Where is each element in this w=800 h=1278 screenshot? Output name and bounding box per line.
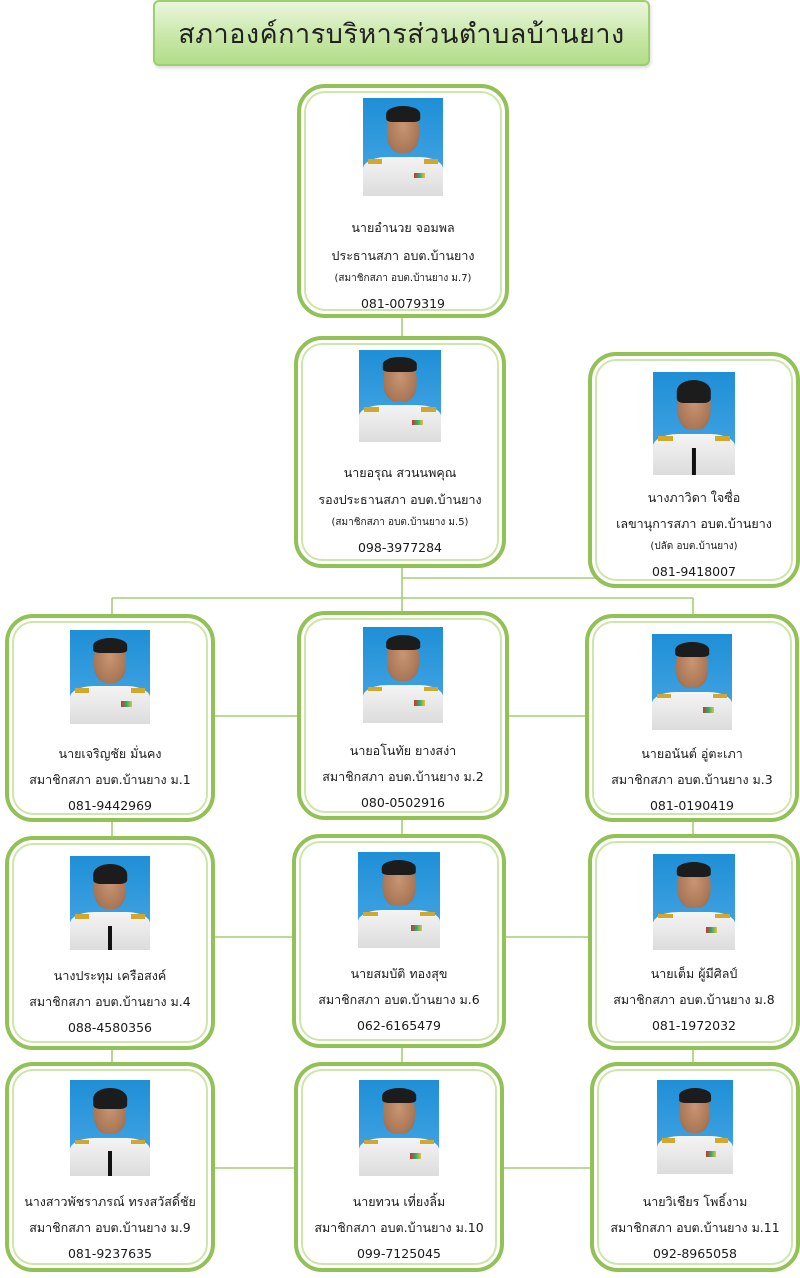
member-phone: 081-1972032 (651, 1018, 737, 1033)
member-name: นายวิเชียร โพธิ์งาม (642, 1194, 748, 1209)
member-photo (652, 634, 732, 730)
member-role: สมาชิกสภา อบต.บ้านยาง ม.9 (29, 1220, 191, 1235)
member-name: นายอรุณ สวนนพคุณ (343, 465, 457, 480)
member-card: นายอโนทัย ยางสง่าสมาชิกสภา อบต.บ้านยาง ม… (297, 611, 509, 820)
member-role: สมาชิกสภา อบต.บ้านยาง ม.6 (318, 992, 480, 1007)
member-role: เลขานุการสภา อบต.บ้านยาง (616, 516, 772, 531)
member-phone: 098-3977284 (357, 540, 443, 555)
member-photo (657, 1080, 733, 1174)
member-note: (ปลัด อบต.บ้านยาง) (650, 541, 738, 552)
member-card: นางภาวิดา ใจซื่อเลขานุการสภา อบต.บ้านยาง… (588, 352, 800, 588)
member-role: สมาชิกสภา อบต.บ้านยาง ม.1 (29, 772, 191, 787)
member-card: นายอรุณ สวนนพคุณรองประธานสภา อบต.บ้านยาง… (294, 336, 506, 568)
member-card: นายสมบัติ ทองสุขสมาชิกสภา อบต.บ้านยาง ม.… (292, 834, 506, 1048)
member-photo (359, 350, 441, 442)
member-phone: 081-9237635 (67, 1246, 153, 1261)
member-name: นายทวน เที่ยงลิ้ม (352, 1194, 446, 1209)
member-name: นางประทุม เครือสงค์ (53, 968, 167, 983)
member-photo (653, 372, 735, 475)
member-phone: 088-4580356 (67, 1020, 153, 1035)
member-role: สมาชิกสภา อบต.บ้านยาง ม.11 (610, 1220, 780, 1235)
member-card: นายทวน เที่ยงลิ้มสมาชิกสภา อบต.บ้านยาง ม… (294, 1062, 504, 1272)
member-note: (สมาชิกสภา อบต.บ้านยาง ม.7) (334, 273, 472, 284)
member-name: นายอโนทัย ยางสง่า (349, 743, 457, 758)
member-phone: 080-0502916 (360, 795, 446, 810)
member-name: นายสมบัติ ทองสุข (350, 966, 448, 981)
member-photo (70, 1080, 150, 1176)
member-phone: 081-9442969 (67, 798, 153, 813)
member-card: นางสาวพัชราภรณ์ ทรงสวัสดิ์ชัยสมาชิกสภา อ… (5, 1062, 215, 1272)
member-name: นางสาวพัชราภรณ์ ทรงสวัสดิ์ชัย (24, 1194, 196, 1209)
member-phone: 081-0190419 (649, 798, 735, 813)
member-photo (70, 630, 150, 724)
member-role: สมาชิกสภา อบต.บ้านยาง ม.2 (322, 769, 484, 784)
member-role: สมาชิกสภา อบต.บ้านยาง ม.4 (29, 994, 191, 1009)
member-card: นายอำนวย จอมพลประธานสภา อบต.บ้านยาง (สมาช… (297, 84, 509, 318)
member-photo (363, 627, 443, 723)
member-photo (70, 856, 150, 950)
member-photo (359, 1080, 439, 1176)
member-card: นายวิเชียร โพธิ์งามสมาชิกสภา อบต.บ้านยาง… (590, 1062, 800, 1272)
member-phone: 081-0079319 (360, 296, 446, 311)
member-role: สมาชิกสภา อบต.บ้านยาง ม.8 (613, 992, 775, 1007)
member-role: สมาชิกสภา อบต.บ้านยาง ม.10 (314, 1220, 484, 1235)
member-phone: 081-9418007 (651, 564, 737, 579)
member-card: นายอนันต์ อู่ตะเภาสมาชิกสภา อบต.บ้านยาง … (585, 614, 799, 822)
member-name: นายเจริญชัย มั่นคง (58, 746, 162, 761)
member-card: นางประทุม เครือสงค์สมาชิกสภา อบต.บ้านยาง… (5, 836, 215, 1050)
member-card: นายเจริญชัย มั่นคงสมาชิกสภา อบต.บ้านยาง … (5, 614, 215, 822)
member-phone: 099-7125045 (356, 1246, 442, 1261)
member-name: นายอำนวย จอมพล (351, 220, 455, 235)
member-role: ประธานสภา อบต.บ้านยาง (331, 248, 475, 263)
member-phone: 062-6165479 (356, 1018, 442, 1033)
member-photo (363, 98, 443, 196)
member-card: นายเต็ม ผู้มีศิลป์สมาชิกสภา อบต.บ้านยาง … (588, 834, 800, 1050)
member-photo (653, 854, 735, 950)
member-role: สมาชิกสภา อบต.บ้านยาง ม.3 (611, 772, 773, 787)
member-name: นายเต็ม ผู้มีศิลป์ (650, 966, 738, 981)
member-name: นายอนันต์ อู่ตะเภา (641, 746, 743, 761)
member-note: (สมาชิกสภา อบต.บ้านยาง ม.5) (331, 517, 469, 528)
member-name: นางภาวิดา ใจซื่อ (647, 490, 741, 505)
member-photo (358, 852, 440, 948)
member-role: รองประธานสภา อบต.บ้านยาง (318, 492, 482, 507)
member-phone: 092-8965058 (652, 1246, 738, 1261)
page-title: สภาองค์การบริหารส่วนตำบลบ้านยาง (153, 0, 650, 66)
